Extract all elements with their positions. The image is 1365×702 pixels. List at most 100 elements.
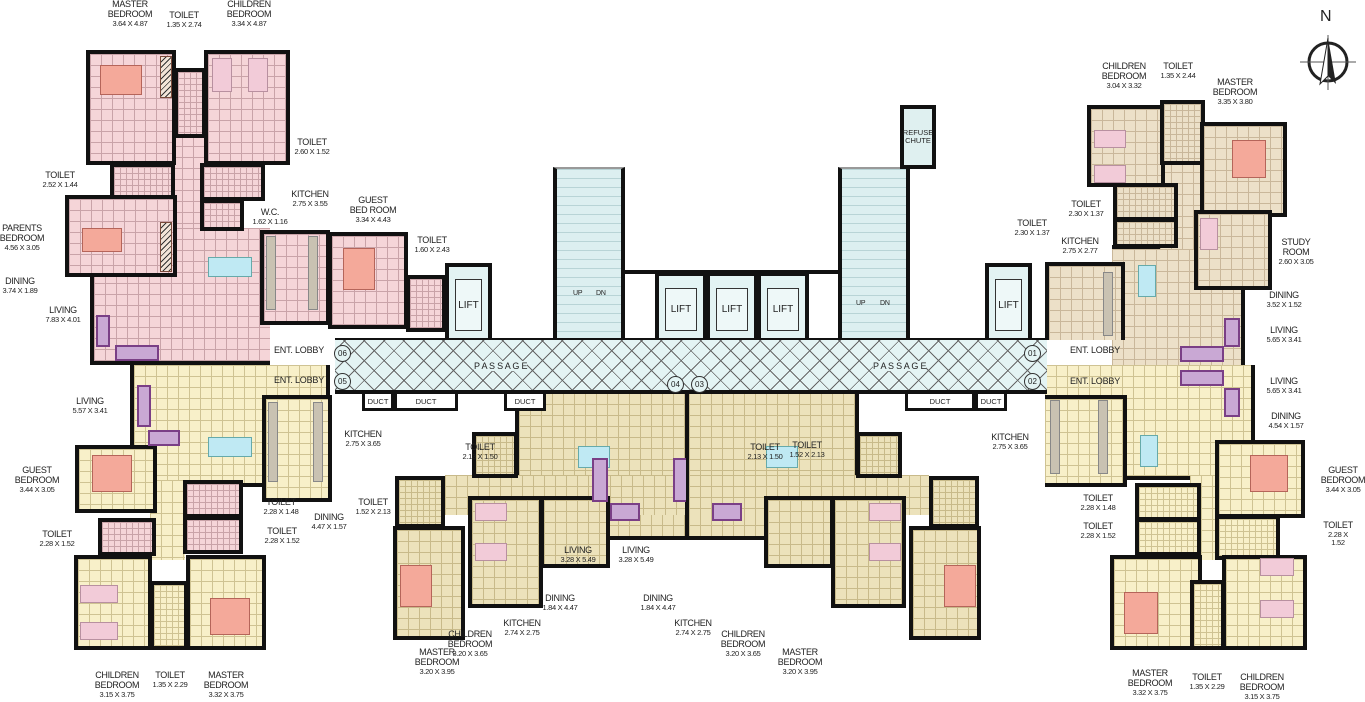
unit-05-guest-bedroom <box>75 445 157 513</box>
unit-01-kitchen <box>1045 262 1125 340</box>
unit-05-toilet-1 <box>98 518 156 556</box>
unit-number-06: 06 <box>334 345 351 362</box>
unit-06-toilet-3 <box>200 163 265 201</box>
bed <box>475 503 507 521</box>
bed <box>1250 455 1288 492</box>
bed <box>80 622 118 640</box>
north-label: N <box>1320 8 1332 25</box>
dining-table <box>208 437 252 457</box>
kitchen-counter <box>266 236 276 310</box>
duct: DUCT <box>362 394 394 411</box>
lift-label: LIFT <box>772 304 794 315</box>
unit-04-corridor <box>445 475 685 515</box>
bed <box>210 598 250 635</box>
unit-06-toilet-1 <box>174 68 206 138</box>
bed <box>248 58 268 92</box>
unit-02-toilet-3 <box>1215 515 1280 560</box>
unit-05-toilet-2 <box>183 480 243 518</box>
unit-01-toilet-2 <box>1113 183 1178 221</box>
ent-lobby-label-01: ENT. LOBBY <box>1070 345 1121 355</box>
kitchen-counter <box>308 236 318 310</box>
unit-number-04: 04 <box>667 376 684 393</box>
sofa <box>96 315 110 347</box>
unit-number-03: 03 <box>691 376 708 393</box>
bed <box>343 248 375 290</box>
duct-label: DUCT <box>367 396 389 406</box>
stair-dn-label: DN <box>596 290 606 297</box>
kitchen-counter <box>1103 272 1113 336</box>
unit-01-toilet-3 <box>1113 218 1178 248</box>
lift-1: LIFT <box>445 263 492 339</box>
dining-table <box>208 257 252 277</box>
unit-06-toilet-4 <box>406 275 446 332</box>
bed <box>92 455 132 492</box>
unit-01-toilet-1 <box>1160 100 1205 165</box>
unit-03-kitchen <box>764 496 834 568</box>
sofa <box>1224 318 1240 347</box>
refuse-chute-label: REFUSE CHUTE <box>902 127 934 145</box>
duct-label: DUCT <box>415 396 437 406</box>
lift-4: LIFT <box>757 272 809 339</box>
bed <box>1260 558 1294 576</box>
sofa <box>592 458 608 502</box>
duct: DUCT <box>905 394 975 411</box>
staircase-left <box>553 167 625 339</box>
sofa <box>137 385 151 427</box>
duct-label: DUCT <box>980 396 1002 406</box>
unit-04-toilet-2 <box>395 476 445 528</box>
dining-table <box>1140 435 1158 467</box>
unit-02-toilet-4 <box>1190 580 1225 650</box>
lift-5: LIFT <box>985 263 1032 339</box>
bed <box>80 585 118 603</box>
duct-label: DUCT <box>514 396 536 406</box>
unit-05-toilet-3 <box>183 516 243 554</box>
unit-04-kitchen <box>540 496 610 568</box>
bed <box>869 543 901 561</box>
stair-dn-label: DN <box>880 300 890 307</box>
wardrobe <box>160 56 172 98</box>
party-wall <box>686 393 689 538</box>
bed <box>1124 592 1158 634</box>
bed <box>1094 130 1126 148</box>
bed <box>1232 140 1266 178</box>
lift-3: LIFT <box>706 272 758 339</box>
wardrobe <box>160 222 172 272</box>
unit-03-toilet-1 <box>856 432 902 478</box>
bed <box>212 58 232 92</box>
bed <box>475 543 507 561</box>
unit-02-toilet-2 <box>1135 518 1201 556</box>
stair-up-label: UP <box>573 290 583 297</box>
bed <box>100 65 142 95</box>
bed <box>400 565 432 607</box>
